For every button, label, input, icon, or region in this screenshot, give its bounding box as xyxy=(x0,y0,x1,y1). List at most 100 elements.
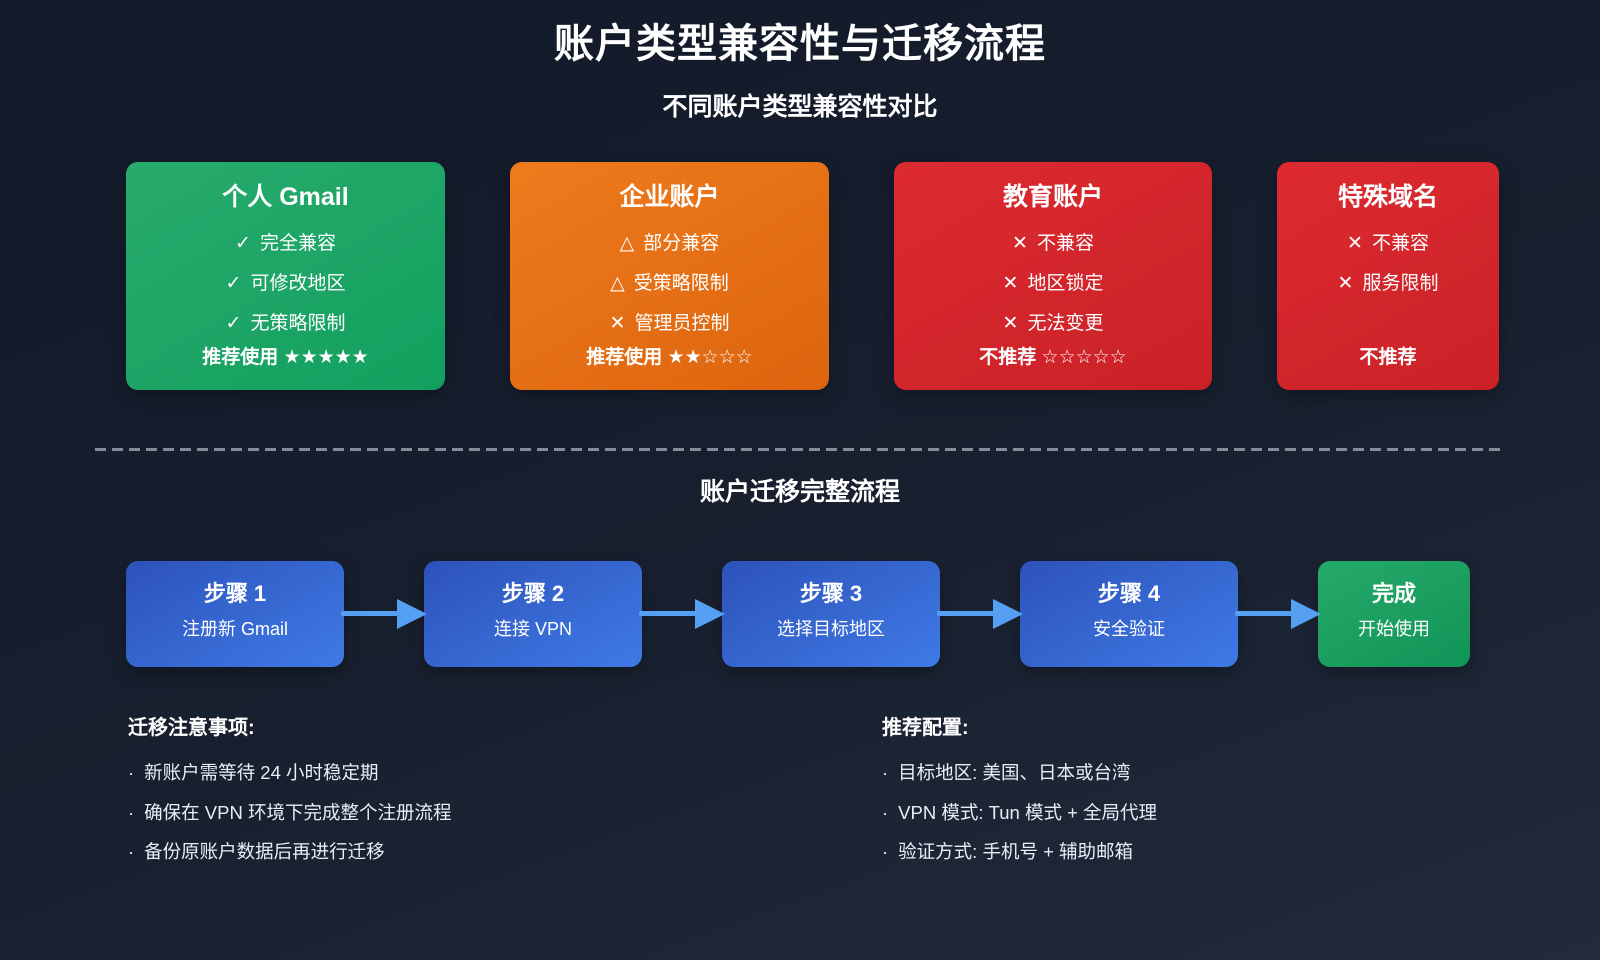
bullet-icon: · xyxy=(882,762,889,783)
card-feature-text: 无策略限制 xyxy=(250,313,346,334)
card-feature-text: 不兼容 xyxy=(1036,233,1094,254)
triangle-warning-icon: △ xyxy=(610,273,625,294)
step-subtitle: 连接 VPN xyxy=(493,619,572,639)
recommendation-label: 不推荐 xyxy=(1359,347,1417,368)
arrow-head xyxy=(993,599,1023,629)
card-title: 教育账户 xyxy=(1002,183,1103,211)
flow-step-3: 步骤 3 选择目标地区 xyxy=(722,561,940,667)
card-education-account: 教育账户 ✕ 不兼容 ✕ 地区锁定 ✕ 无法变更 不推荐 ☆☆☆☆☆ xyxy=(894,162,1212,390)
cross-icon: ✕ xyxy=(1347,233,1363,254)
flow-step-2: 步骤 2 连接 VPN xyxy=(424,561,642,667)
note-item: · 新账户需等待 24 小时稳定期 xyxy=(128,753,882,793)
page-title: 账户类型兼容性与迁移流程 xyxy=(554,22,1046,66)
bullet-icon: · xyxy=(128,841,135,862)
card-title: 企业账户 xyxy=(619,183,720,211)
card-feature: ✕ 不兼容 xyxy=(894,224,1212,264)
cross-icon: ✕ xyxy=(1002,313,1019,334)
note-item: · 确保在 VPN 环境下完成整个注册流程 xyxy=(128,793,882,833)
compatibility-cards-row: 个人 Gmail ✓完全兼容 ✓可修改地区 ✓无策略限制 推荐使用 ★★★★★ … xyxy=(126,162,1600,390)
card-feature-list: △部分兼容 △受策略限制 ✕管理员控制 xyxy=(510,224,829,344)
card-feature: ✕ 地区锁定 xyxy=(894,264,1212,304)
card-feature: ✓ 无策略限制 xyxy=(126,304,445,344)
card-feature: ✕ 无法变更 xyxy=(894,304,1212,344)
card-enterprise-account: 企业账户 △部分兼容 △受策略限制 ✕管理员控制 推荐使用 ★★☆☆☆ xyxy=(510,162,829,390)
card-feature: ✕管理员控制 xyxy=(510,304,829,344)
card-feature-text: 部分兼容 xyxy=(643,233,720,254)
dashed-divider xyxy=(95,448,1505,451)
check-icon: ✓ xyxy=(235,233,251,254)
step-title: 步骤 1 xyxy=(203,581,267,606)
card-feature-list: ✕ 不兼容 ✕ 地区锁定 ✕ 无法变更 xyxy=(894,224,1212,344)
note-item: · VPN 模式: Tun 模式 + 全局代理 xyxy=(882,793,1157,833)
bullet-icon: · xyxy=(882,801,889,823)
arrow-head xyxy=(397,599,427,629)
card-feature-list: ✓ 完全兼容 ✓ 可修改地区 ✓ 无策略限制 xyxy=(126,224,445,344)
card-feature-text: 可修改地区 xyxy=(250,273,346,294)
step-title: 完成 xyxy=(1371,581,1416,606)
arrow-head xyxy=(1291,599,1321,629)
flow-section-title: 账户迁移完整流程 xyxy=(699,478,900,506)
bullet-icon: · xyxy=(128,762,135,783)
arrow-shaft xyxy=(1235,611,1293,616)
star-rating: 推荐使用 ★★☆☆☆ xyxy=(586,347,753,368)
note-text: VPN 模式: Tun 模式 + 全局代理 xyxy=(898,801,1158,823)
card-feature: ✕ 服务限制 xyxy=(1277,264,1499,304)
card-title: 个人 Gmail xyxy=(222,183,349,211)
card-feature: △受策略限制 xyxy=(510,264,829,304)
step-subtitle: 安全验证 xyxy=(1093,619,1165,639)
arrow-right-icon xyxy=(639,596,725,632)
compatibility-section-title: 不同账户类型兼容性对比 xyxy=(662,93,938,121)
bullet-icon: · xyxy=(128,801,135,823)
check-icon: ✓ xyxy=(225,313,242,334)
card-title: 特殊域名 xyxy=(1337,183,1438,211)
note-text: 确保在 VPN 环境下完成整个注册流程 xyxy=(144,801,452,823)
recommended-config: 推荐配置: ·目标地区: 美国、日本或台湾 ·VPN 模式: Tun 模式 + … xyxy=(882,713,1157,872)
note-item: · 验证方式: 手机号 + 辅助邮箱 xyxy=(882,832,1157,872)
cross-icon: ✕ xyxy=(1002,273,1019,294)
arrow-head xyxy=(695,599,725,629)
star-rating: 不推荐 ☆☆☆☆☆ xyxy=(979,347,1127,368)
card-feature: ✓ 完全兼容 xyxy=(126,224,445,264)
card-personal-gmail: 个人 Gmail ✓ 完全兼容 ✓ 可修改地区 ✓ 无策略限制 推荐使用 ★★★★★ xyxy=(126,162,445,390)
arrow-right-icon xyxy=(1235,596,1321,632)
note-text: 验证方式: 手机号 + 辅助邮箱 xyxy=(898,841,1134,862)
arrow-shaft xyxy=(937,611,995,616)
step-subtitle: 选择目标地区 xyxy=(777,619,885,639)
migration-flow-row: 步骤 1 注册新 Gmail 步骤 2 连接 VPN 步骤 3 选择目标地区 步… xyxy=(126,561,1600,667)
star-rating: 推荐使用 ★★★★★ xyxy=(202,347,369,368)
card-feature-text: 地区锁定 xyxy=(1027,273,1104,294)
note-item: · 备份原账户数据后再进行迁移 xyxy=(128,832,882,872)
card-feature-text: 完全兼容 xyxy=(259,233,336,254)
cross-icon: ✕ xyxy=(1337,273,1354,294)
step-title: 步骤 4 xyxy=(1097,581,1161,606)
card-feature: △部分兼容 xyxy=(510,224,829,264)
note-item: · 目标地区: 美国、日本或台湾 xyxy=(882,753,1157,793)
note-text: 新账户需等待 24 小时稳定期 xyxy=(144,762,379,783)
flow-step-4: 步骤 4 安全验证 xyxy=(1020,561,1238,667)
arrow-shaft xyxy=(341,611,399,616)
flow-step-done: 完成 开始使用 xyxy=(1318,561,1470,667)
note-text: 目标地区: 美国、日本或台湾 xyxy=(898,762,1131,783)
notes-heading: 迁移注意事项: xyxy=(128,717,255,739)
arrow-right-icon xyxy=(341,596,427,632)
migration-notes: 迁移注意事项: · 新账户需等待 24 小时稳定期 · 确保在 VPN 环境下完成整… xyxy=(128,713,882,872)
bullet-icon: · xyxy=(882,841,889,862)
note-text: 备份原账户数据后再进行迁移 xyxy=(144,841,385,862)
cross-icon: ✕ xyxy=(609,313,626,334)
card-feature-text: 无法变更 xyxy=(1027,313,1104,334)
arrow-right-icon xyxy=(937,596,1023,632)
card-feature: ✓ 可修改地区 xyxy=(126,264,445,304)
cross-icon: ✕ xyxy=(1012,233,1028,254)
step-subtitle: 注册新 Gmail xyxy=(181,619,288,639)
card-feature-text: 服务限制 xyxy=(1362,273,1439,294)
arrow-shaft xyxy=(639,611,697,616)
card-feature-text: 不兼容 xyxy=(1371,233,1429,254)
flow-step-1: 步骤 1 注册新 Gmail xyxy=(126,561,344,667)
step-subtitle: 开始使用 xyxy=(1358,619,1430,639)
card-feature: ✕ 不兼容 xyxy=(1277,224,1499,264)
notes-section: 迁移注意事项: · 新账户需等待 24 小时稳定期 · 确保在 VPN 环境下完成整… xyxy=(128,713,1600,872)
step-title: 步骤 2 xyxy=(501,581,565,606)
card-special-domain: 特殊域名 ✕ 不兼容 ✕ 服务限制 不推荐 xyxy=(1277,162,1499,390)
check-icon: ✓ xyxy=(225,273,242,294)
